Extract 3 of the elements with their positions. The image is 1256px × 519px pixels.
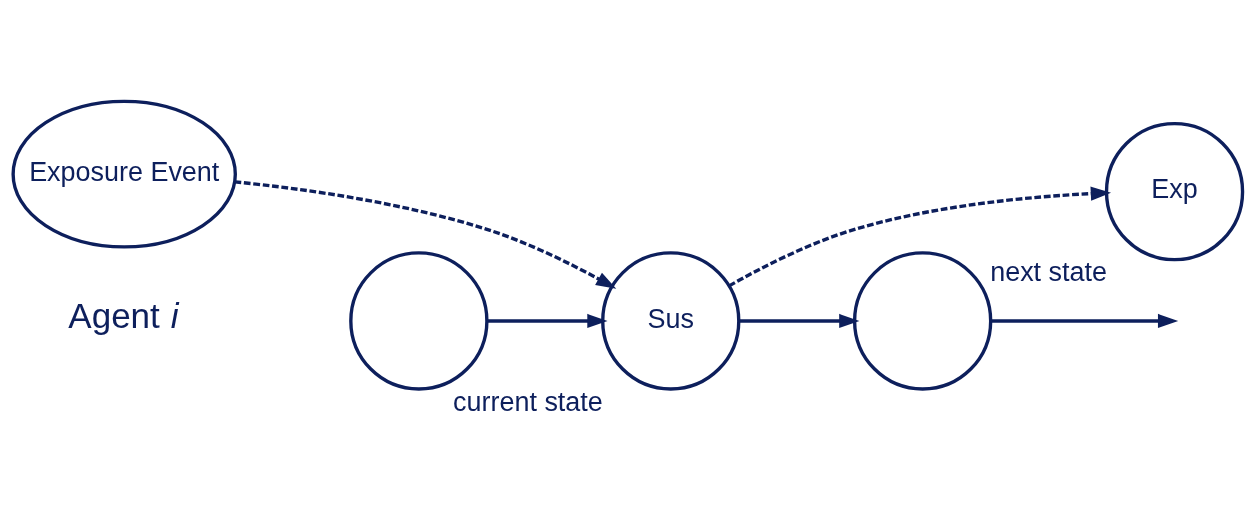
node-label: current state (453, 386, 603, 417)
node-label: next state (990, 256, 1107, 287)
label: Agent i (68, 295, 179, 335)
